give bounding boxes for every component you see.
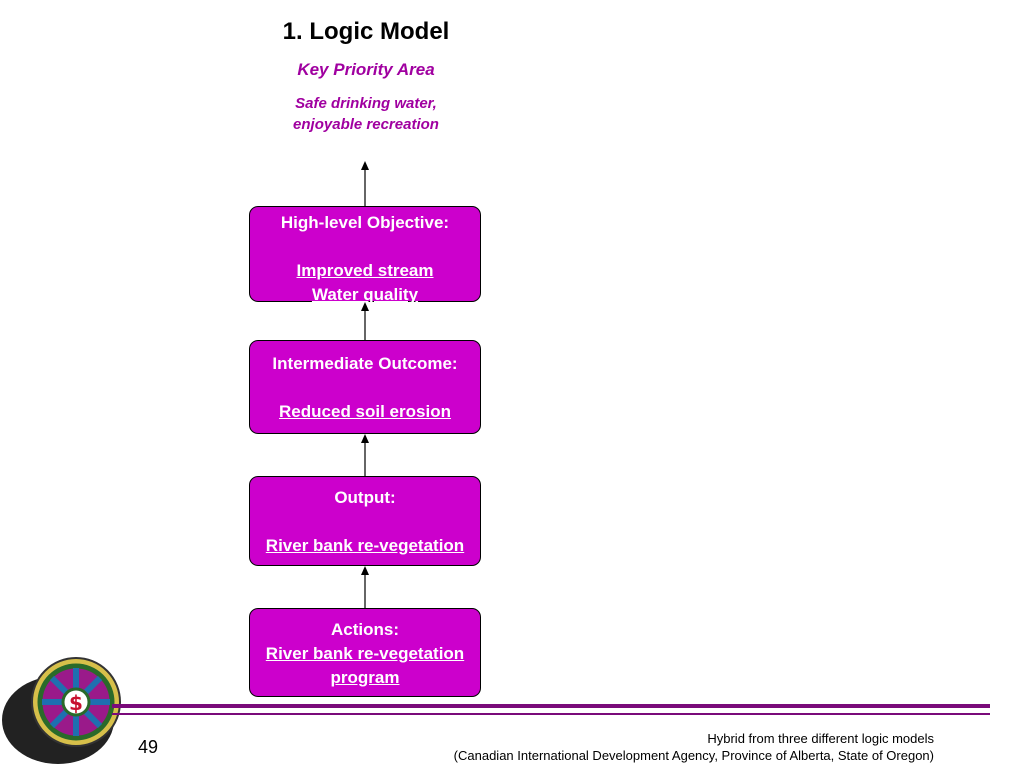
actions-box: Actions: River bank re-vegetation progra…	[249, 608, 481, 697]
footer-rule-thin	[112, 713, 990, 715]
objective-line-2: Water quality	[311, 285, 419, 304]
actions-heading: Actions:	[331, 620, 399, 639]
actions-line-1: River bank re-vegetation	[265, 644, 465, 663]
output-heading: Output:	[334, 488, 396, 507]
key-priority-area-label: Key Priority Area	[297, 60, 435, 79]
page-number: 49	[138, 737, 159, 757]
source-line-2: (Canadian International Development Agen…	[453, 748, 934, 763]
actions-line-2: program	[330, 668, 400, 687]
objective-line-1: Improved stream	[296, 261, 434, 280]
objective-box: High-level Objective: Improved stream Wa…	[249, 206, 481, 304]
outcome-box: Intermediate Outcome: Reduced soil erosi…	[249, 340, 481, 434]
output-box: Output: River bank re-vegetation	[249, 476, 481, 566]
goal-line-1: Safe drinking water,	[295, 95, 437, 112]
svg-text:$: $	[69, 691, 83, 715]
arrow-up-icon	[361, 566, 369, 575]
outcome-heading: Intermediate Outcome:	[272, 354, 458, 373]
objective-heading: High-level Objective:	[280, 213, 450, 232]
priority-goal: Safe drinking water, enjoyable recreatio…	[234, 93, 498, 135]
circular-dollar-emblem-icon: $	[2, 657, 121, 764]
outcome-line-1: Reduced soil erosion	[279, 402, 451, 421]
goal-line-2: enjoyable recreation	[293, 116, 439, 133]
footer-rule-thick	[112, 704, 990, 708]
arrow-up-icon	[361, 434, 369, 443]
slide-title: 1. Logic Model	[282, 18, 450, 45]
source-note: Hybrid from three different logic models…	[454, 730, 934, 764]
arrow-up-icon	[361, 161, 369, 170]
output-line-1: River bank re-vegetation	[265, 536, 465, 555]
source-line-1: Hybrid from three different logic models	[707, 731, 934, 746]
